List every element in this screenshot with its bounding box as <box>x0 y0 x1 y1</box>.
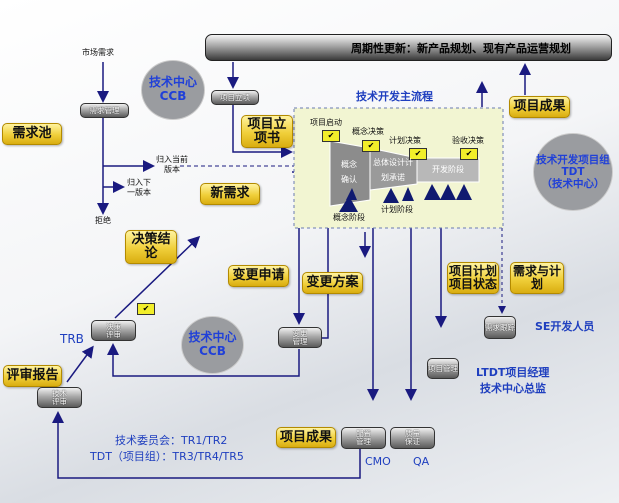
review-report-tag: 评审报告 <box>3 365 62 387</box>
qa-label: QA <box>413 455 430 468</box>
ltdt-label: LTDT项目经理 <box>476 366 550 379</box>
checkmark-icon: ✔ <box>322 130 340 142</box>
reject-label: 拒绝 <box>95 216 111 225</box>
checkmark-icon: ✔ <box>409 148 427 160</box>
checkmark-icon: ✔ <box>362 140 380 152</box>
change-mgmt-button[interactable]: 变更管理 <box>278 327 322 348</box>
config-mgmt-button[interactable]: 配置管理 <box>341 427 386 449</box>
project-init-button[interactable]: 项目立项 <box>211 90 259 105</box>
to-current-label: 归入当前版本 <box>156 155 188 175</box>
stage-concept: 概念确认 <box>341 160 357 185</box>
se-dev-label: SE开发人员 <box>535 320 595 333</box>
change-request-tag: 变更申请 <box>228 265 289 287</box>
to-next-label: 归入下一版本 <box>127 178 151 198</box>
phase-concept: 概念阶段 <box>333 213 365 222</box>
market-demand-label: 市场需求 <box>82 48 114 57</box>
tech-review-button[interactable]: 技术评审 <box>37 387 82 408</box>
stage-dev: 开发阶段 <box>432 165 464 174</box>
milestone-label: 项目启动 <box>310 118 342 127</box>
new-req-tag: 新需求 <box>200 183 260 205</box>
result-bottom-tag: 项目成果 <box>276 427 336 448</box>
req-track-button[interactable]: 需求跟踪 <box>484 316 516 339</box>
committee-line1: 技术委员会：TR1/TR2 <box>115 434 228 447</box>
checkmark-icon: ✔ <box>137 303 155 315</box>
result-top-tag: 项目成果 <box>509 96 570 118</box>
checkmark-icon: ✔ <box>460 148 478 160</box>
decision-tag: 决策结论 <box>125 230 177 264</box>
stage-plan: 总体设计计划承诺 <box>373 158 413 183</box>
phase-plan: 计划阶段 <box>381 205 413 214</box>
main-flow-title: 技术开发主流程 <box>356 90 433 103</box>
cmo-label: CMO <box>365 455 391 468</box>
director-label: 技术中心总监 <box>480 382 546 395</box>
committee-line2: TDT（项目组）：TR3/TR4/TR5 <box>90 450 244 463</box>
req-mgmt-button[interactable]: 需求管理 <box>80 103 129 118</box>
banner: 周期性更新：新产品规划、现有产品运营规划 <box>205 34 612 61</box>
milestone-label: 验收决策 <box>452 136 484 145</box>
decision-review-button[interactable]: 决策评审 <box>91 320 136 341</box>
milestone-label: 计划决策 <box>389 136 421 145</box>
req-pool-tag: 需求池 <box>2 123 62 145</box>
req-plan-tag: 需求与计划 <box>510 262 564 294</box>
trb-label: TRB <box>60 332 84 346</box>
plan-status-tag: 项目计划项目状态 <box>447 262 499 294</box>
change-plan-tag: 变更方案 <box>302 272 363 294</box>
proj-mgmt-button[interactable]: 项目管理 <box>427 358 459 379</box>
project-charter-tag: 项目立项书 <box>241 115 293 148</box>
qa-button[interactable]: 质量保证 <box>390 427 435 449</box>
milestone-label: 概念决策 <box>352 127 384 136</box>
